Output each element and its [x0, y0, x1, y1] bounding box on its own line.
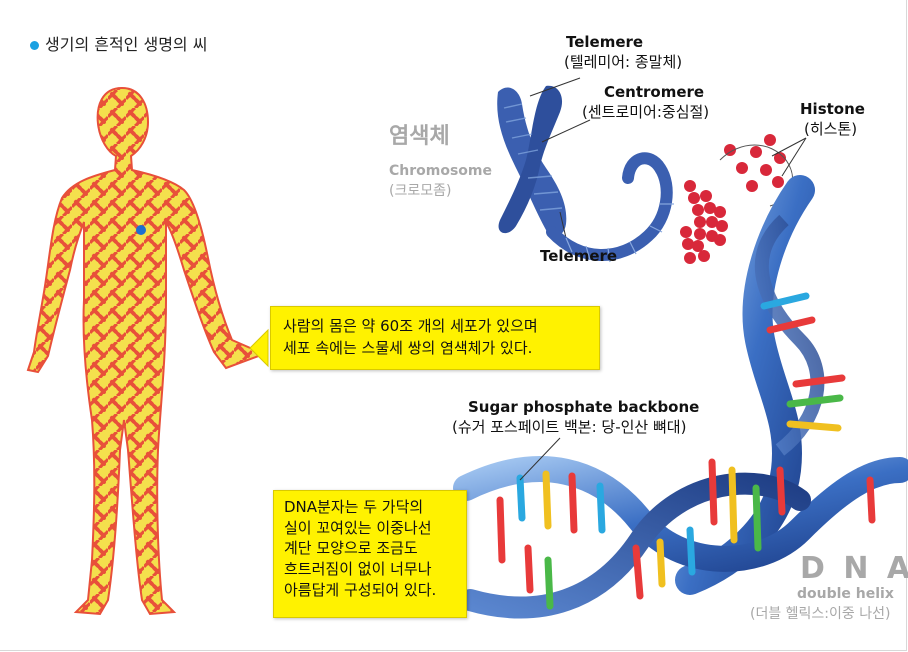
- callout-cells: 사람의 몸은 약 60조 개의 세포가 있으며 세포 속에는 스물세 쌍의 염색…: [270, 306, 600, 370]
- callout-cells-line1: 사람의 몸은 약 60조 개의 세포가 있으며: [283, 316, 587, 338]
- label-histone-ko: (히스톤): [804, 121, 857, 138]
- label-telemere-bottom: Telemere: [540, 248, 617, 265]
- callout-dna-line5: 아름답게 구성되어 있다.: [284, 580, 456, 601]
- human-body-figure: [28, 88, 264, 614]
- label-chromosome-paren: (크로모좀): [389, 183, 451, 199]
- label-chromosome: Chromosome: [389, 163, 492, 179]
- heading-text: 생기의 흔적인 생명의 씨: [45, 36, 207, 54]
- label-chromosome-ko: 염색체: [389, 124, 450, 149]
- bullet-dot: [30, 41, 39, 50]
- chromosome-x-shape: [497, 78, 590, 238]
- label-sugar-backbone-ko: (슈거 포스페이트 백본: 당-인산 뼈대): [452, 419, 686, 436]
- label-dna: D N A: [800, 552, 908, 587]
- label-histone: Histone: [800, 101, 865, 118]
- label-centromere: Centromere: [604, 84, 704, 101]
- callout-dna-line3: 계단 모양으로 조금도: [284, 538, 456, 559]
- callout-dna-line1: DNA분자는 두 가닥의: [284, 497, 456, 518]
- label-sugar-backbone: Sugar phosphate backbone: [468, 399, 699, 416]
- label-telemere-top-ko: (텔레미어: 종말체): [564, 54, 682, 71]
- callout-cells-line2: 세포 속에는 스물세 쌍의 염색체가 있다.: [283, 338, 587, 360]
- callout-dna: DNA분자는 두 가닥의 실이 꼬여있는 이중나선 계단 모양으로 조금도 흐트…: [273, 490, 467, 618]
- label-double-helix: double helix: [797, 586, 894, 602]
- callout-dna-line2: 실이 꼬여있는 이중나선: [284, 518, 456, 539]
- callout-dna-line4: 흐트러짐이 없이 너무나: [284, 559, 456, 580]
- label-telemere-top: Telemere: [566, 34, 643, 51]
- section-heading: 생기의 흔적인 생명의 씨: [30, 36, 207, 54]
- heart-dot: [136, 225, 146, 235]
- label-centromere-ko: (센트로미어:중심절): [582, 104, 709, 121]
- label-double-helix-ko: (더블 헬릭스:이중 나선): [750, 606, 890, 622]
